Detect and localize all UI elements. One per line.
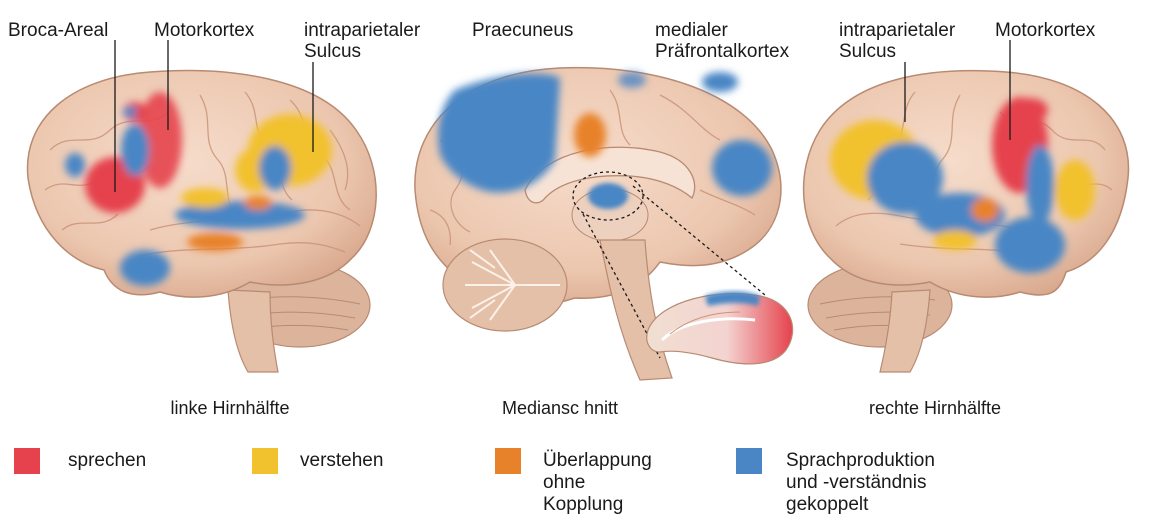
label-praecuneus: Praecuneus bbox=[472, 20, 573, 41]
magnified-hippocampus bbox=[647, 292, 793, 364]
label-broca-area: Broca-Areal bbox=[8, 20, 108, 41]
right-hemisphere bbox=[804, 40, 1129, 372]
legend-label-overlap: Überlappung ohne Kopplung bbox=[543, 450, 652, 516]
legend-swatch-yellow bbox=[252, 448, 278, 474]
legend-label-speaking: sprechen bbox=[68, 450, 146, 472]
label-motor-cortex-left: Motorkortex bbox=[154, 20, 254, 41]
median-section bbox=[415, 68, 793, 380]
legend-swatch-red bbox=[14, 448, 40, 474]
brain-diagram bbox=[0, 0, 1161, 496]
left-brainstem bbox=[228, 290, 278, 372]
legend-label-understanding: verstehen bbox=[300, 450, 383, 472]
left-cerebrum bbox=[27, 71, 376, 298]
label-intraparietal-sulcus-left: intraparietaler Sulcus bbox=[304, 20, 420, 62]
caption-right-hemisphere: rechte Hirnhälfte bbox=[845, 398, 1025, 418]
left-hemisphere bbox=[27, 40, 376, 372]
legend-swatch-blue bbox=[736, 448, 762, 474]
label-intraparietal-sulcus-right: intraparietaler Sulcus bbox=[839, 20, 955, 62]
legend-label-coupled: Sprachproduktion und -verständnis gekopp… bbox=[786, 450, 935, 516]
caption-left-hemisphere: linke Hirnhälfte bbox=[140, 398, 320, 418]
label-motor-cortex-right: Motorkortex bbox=[995, 20, 1095, 41]
caption-median-section: Mediansc hnitt bbox=[470, 398, 650, 418]
median-hippocampus-spot bbox=[588, 183, 628, 209]
legend-swatch-orange bbox=[495, 448, 521, 474]
label-medial-prefrontal-cortex: medialer Präfrontalkortex bbox=[655, 20, 789, 62]
